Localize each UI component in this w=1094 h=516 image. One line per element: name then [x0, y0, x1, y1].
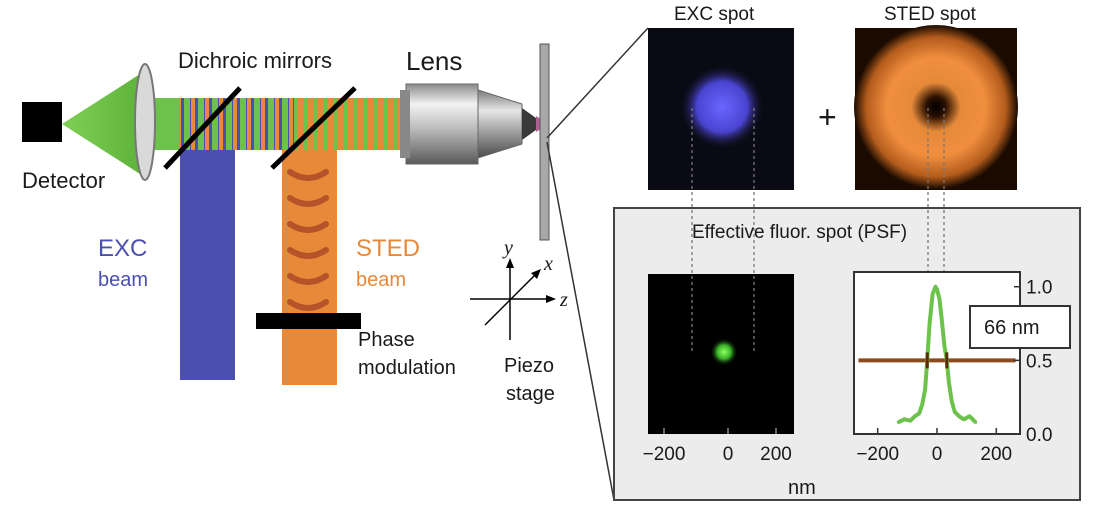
plus-sign: +: [818, 99, 837, 135]
x-tick-label: 0: [932, 444, 943, 465]
profile-point: [968, 414, 972, 418]
profile-point: [896, 420, 901, 424]
axis-x-label: x: [543, 253, 553, 275]
detector-lens: [134, 63, 156, 181]
piezo-label: Piezo: [504, 355, 554, 377]
zoom-line-bottom: [546, 141, 615, 501]
profile-point: [962, 417, 966, 421]
detector-block: [22, 102, 62, 142]
sted-beam-label-2: beam: [356, 269, 406, 291]
exc-beam-vertical: [180, 138, 235, 380]
profile-point: [953, 410, 957, 414]
fwhm-box: [969, 305, 1071, 349]
profile-plot: −200 0 200 1.0 0.5 0.0: [856, 278, 1052, 465]
x-tick-label: 200: [980, 444, 1012, 465]
sample-slide: [539, 43, 550, 241]
psf-tick-label: 0: [723, 444, 734, 465]
modulation-label: modulation: [358, 357, 456, 379]
profile-point: [939, 314, 944, 318]
profile-point: [927, 321, 932, 326]
dichroic-mirror-1: [163, 86, 242, 170]
profile-point: [935, 288, 939, 292]
zoom-line-top: [546, 27, 649, 139]
exc-spot-blob: [680, 65, 764, 149]
profile-point: [917, 411, 921, 415]
psf-spot: [710, 338, 738, 366]
dichroic-mirror-2: [270, 86, 357, 170]
stage-label: stage: [506, 383, 555, 405]
profile-point: [923, 388, 927, 392]
exc-beam-label-2: beam: [98, 269, 148, 291]
sted-beam-label: STED: [356, 235, 420, 262]
profile-plot-frame: [853, 271, 1021, 435]
profile-point: [973, 420, 978, 424]
y-tick-label: 0.5: [1026, 351, 1052, 372]
sted-green-striped-beam: [294, 98, 406, 150]
sted-donut: [854, 25, 1018, 189]
psf-tick-label: 200: [760, 444, 792, 465]
profile-point: [947, 380, 951, 385]
profile-point: [933, 285, 938, 289]
axis-z-label: z: [559, 289, 568, 311]
profile-point: [930, 292, 935, 296]
psf-tick-label: −200: [643, 444, 686, 465]
profile-point: [937, 296, 941, 301]
x-arrow: [531, 269, 541, 279]
x-tick-label: −200: [856, 444, 899, 465]
exc-beam-label: EXC: [98, 235, 147, 262]
profile-point: [942, 344, 947, 348]
profile-point: [957, 414, 961, 418]
profile-point: [913, 414, 917, 418]
z-arrow: [546, 295, 556, 303]
sted-spot-title: STED spot: [884, 4, 977, 25]
y-arrow: [506, 258, 514, 268]
coordinate-axes: [470, 262, 550, 340]
axis-y-label: y: [502, 237, 513, 259]
phase-plate: [256, 313, 361, 329]
profile-point: [902, 417, 906, 421]
psf-title: Effective fluor. spot (PSF): [692, 222, 907, 243]
sted-wavefronts: [287, 169, 329, 311]
phase-label: Phase: [358, 329, 415, 351]
detector-label: Detector: [22, 168, 105, 193]
objective-lens: [400, 83, 536, 165]
lens-label: Lens: [406, 46, 462, 76]
fluorescence-cone: [62, 74, 140, 174]
psf-image-ticks: −200 0 200: [643, 428, 792, 465]
profile-point: [950, 400, 954, 404]
y-tick-label: 0.0: [1026, 425, 1052, 446]
fwhm-value: 66 nm: [984, 317, 1040, 339]
x-axis-unit: nm: [788, 477, 816, 499]
exc-spot-title: EXC spot: [674, 4, 755, 25]
y-tick-label: 1.0: [1026, 278, 1052, 299]
sted-beam-vertical: [282, 145, 337, 385]
mixed-beam-segment: [242, 98, 294, 150]
profile-point: [908, 419, 912, 423]
dichroic-label: Dichroic mirrors: [178, 48, 332, 73]
profile-point: [920, 402, 924, 407]
